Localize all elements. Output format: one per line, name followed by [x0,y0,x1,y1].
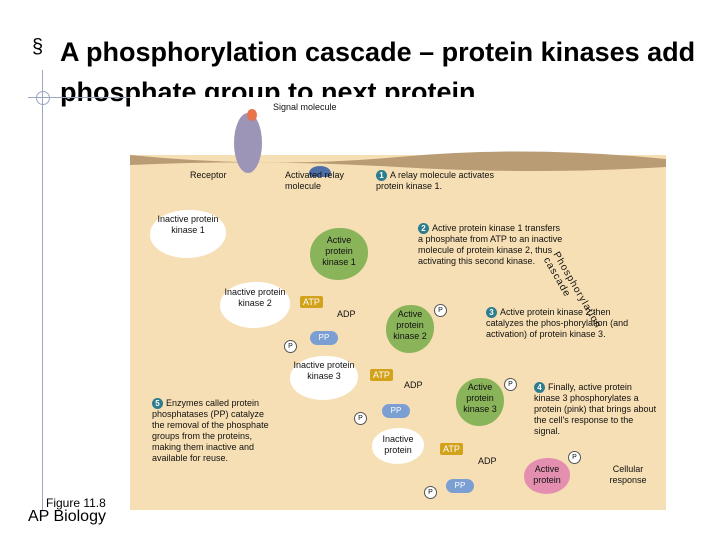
slide-title: A phosphorylation cascade – protein kina… [60,37,696,107]
step-4-number: 4 [534,382,545,393]
active-kinase-3-label: Active protein kinase 3 [463,382,497,414]
phosphate-circle-3: P [354,412,367,425]
step-4-description: Finally, active protein kinase 3 phospho… [534,382,657,436]
active-kinase-3-shape [456,378,504,426]
title-bullet: § [32,36,44,58]
step-1-number: 1 [376,170,387,181]
phosphatase-badge-1: PP [310,331,338,345]
step-3-description: Active protein kinase 2 then catalyzes t… [486,307,629,339]
step-1-description: A relay molecule activates protein kinas… [376,170,495,191]
step-3-number: 3 [486,307,497,318]
adp-label-2: ADP [404,380,423,390]
receptor-label: Receptor [190,170,227,180]
atp-badge-3: ATP [440,443,463,455]
active-protein-label: Active protein [533,464,561,485]
figure-reference: Figure 11.8 [46,496,106,510]
step-5-number: 5 [152,398,163,409]
adp-label-3: ADP [478,456,497,466]
cell-membrane [130,97,666,177]
phosphatase-badge-3: PP [446,479,474,493]
decorative-line-vertical [42,70,43,510]
inactive-kinase-3-shape [290,356,358,400]
phosphate-circle-5: P [424,486,437,499]
phosphate-circle-2: P [434,304,447,317]
step-2-description: Active protein kinase 1 transfers a phos… [418,223,563,266]
active-kinase-1-label: Active protein kinase 1 [322,235,356,267]
active-kinase-2-shape [386,305,434,353]
course-label: AP Biology [28,508,106,525]
phosphate-circle-1: P [284,340,297,353]
relay-molecule-shape [309,166,331,177]
step-5-description: Enzymes called protein phosphatases (PP)… [152,398,269,463]
phosphate-circle-4: P [504,378,517,391]
active-kinase-2-label: Active protein kinase 2 [393,309,427,341]
inactive-kinase-2-shape [220,282,290,328]
inactive-kinase-3-label: Inactive protein kinase 3 [293,360,355,381]
receptor-shape [234,113,262,173]
adp-label-1: ADP [337,309,356,319]
active-kinase-1-shape [310,228,368,280]
step-2-number: 2 [418,223,429,234]
active-protein-shape [524,458,570,494]
phosphatase-badge-2: PP [382,404,410,418]
atp-badge-2: ATP [370,369,393,381]
inactive-kinase-2-label: Inactive protein kinase 2 [224,287,286,308]
atp-badge-1: ATP [300,296,323,308]
inactive-protein-shape [372,428,424,464]
inactive-protein-label: Inactive protein [382,434,414,455]
inactive-kinase-1-shape [150,210,226,258]
decorative-circle [36,91,50,105]
phosphate-circle-6: P [568,451,581,464]
signal-molecule-shape [247,109,257,121]
inactive-kinase-1-label: Inactive protein kinase 1 [157,214,219,235]
cellular-response-label: Cellular response [609,464,647,485]
activated-relay-label: Activated relay molecule [285,170,345,191]
signal-molecule-label: Signal molecule [273,102,337,112]
